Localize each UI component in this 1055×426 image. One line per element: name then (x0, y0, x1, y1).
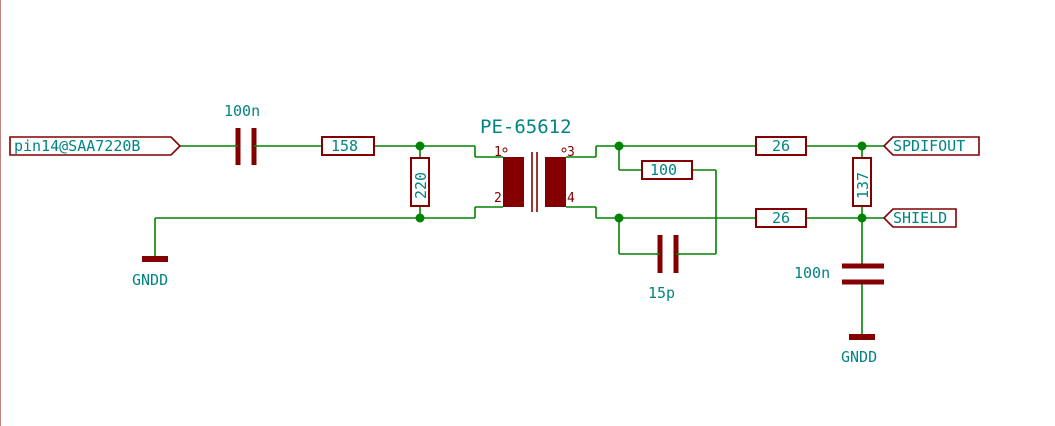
resistor-termination[interactable]: 137 (852, 157, 872, 207)
ground-icon (849, 334, 875, 340)
junction-dot (415, 213, 425, 223)
ground-left-label: GNDD (132, 271, 168, 289)
ground-right-label: GNDD (841, 348, 877, 366)
capacitor-input[interactable]: 100n (224, 102, 260, 165)
capacitor-shield[interactable]: 100n (794, 263, 884, 285)
resistor-series-in[interactable]: 158 (321, 136, 375, 156)
junction-dot (415, 141, 425, 151)
output-port-shield[interactable]: SHIELD (882, 208, 957, 228)
capacitor-snubber-value: 15p (648, 284, 675, 302)
resistor-out-bottom-value: 26 (772, 209, 790, 227)
transformer-pin-1: 1 (494, 145, 502, 160)
resistor-shunt-in[interactable]: 220 (410, 157, 430, 207)
ground-left: GNDD (132, 256, 168, 289)
transformer[interactable]: PE-65612 1 2 3 4 (480, 116, 575, 212)
output-port-spdifout[interactable]: SPDIFOUT (882, 136, 980, 156)
junction-dot (614, 141, 624, 151)
resistor-shunt-in-value: 220 (412, 172, 430, 199)
resistor-out-top-value: 26 (772, 137, 790, 155)
input-port-label: pin14@SAA7220B (14, 137, 140, 155)
resistor-termination-value: 137 (854, 172, 872, 199)
transformer-pin-2: 2 (494, 191, 502, 206)
transformer-name: PE-65612 (480, 116, 572, 138)
input-port[interactable]: pin14@SAA7220B (9, 136, 182, 156)
capacitor-snubber[interactable]: 15p (648, 235, 680, 302)
junction-dot (614, 213, 624, 223)
resistor-snubber-value: 100 (650, 161, 677, 179)
resistor-snubber[interactable]: 100 (641, 160, 693, 180)
junction-dot (857, 141, 867, 151)
resistor-series-in-value: 158 (331, 137, 358, 155)
output-port-spdifout-label: SPDIFOUT (893, 137, 965, 155)
junction-dot (857, 213, 867, 223)
capacitor-shield-value: 100n (794, 264, 830, 282)
ground-right: GNDD (841, 334, 877, 366)
junctions (415, 141, 867, 223)
capacitor-input-value: 100n (224, 102, 260, 120)
transformer-pin-3: 3 (567, 145, 575, 160)
resistor-out-top[interactable]: 26 (755, 136, 807, 156)
transformer-pin-4: 4 (567, 191, 575, 206)
output-port-shield-label: SHIELD (893, 209, 947, 227)
ground-icon (142, 256, 168, 262)
resistor-out-bottom[interactable]: 26 (755, 208, 807, 228)
